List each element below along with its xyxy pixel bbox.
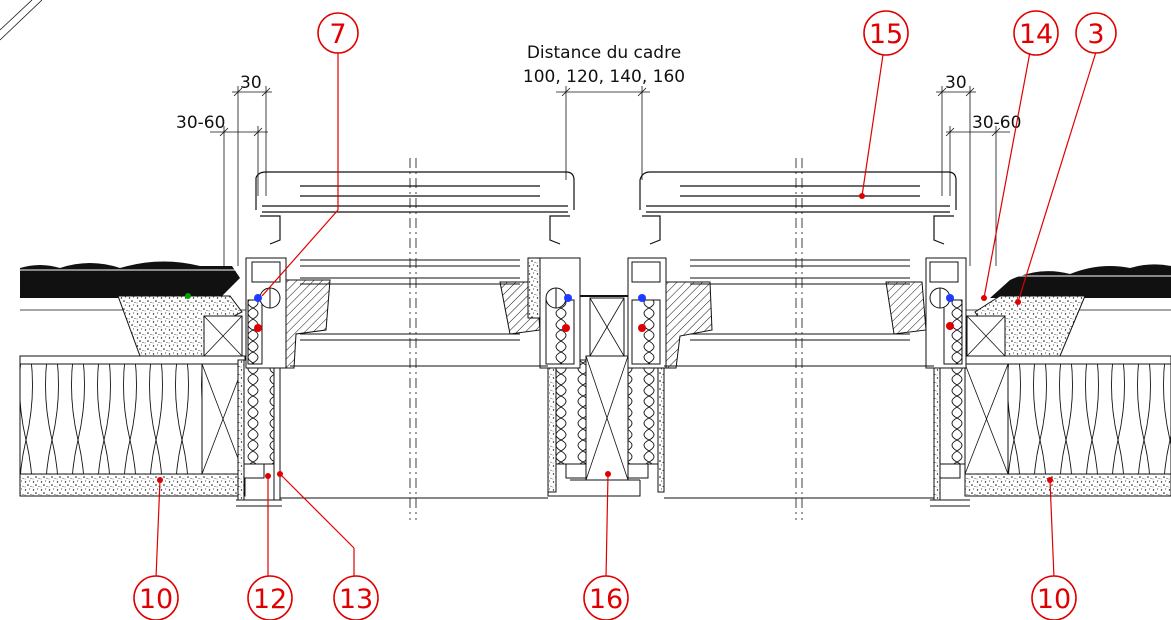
callout-14: 14	[1013, 10, 1059, 56]
lining-left	[236, 359, 282, 507]
dim-right-30: 30	[945, 73, 967, 93]
lining-right	[930, 359, 970, 507]
frame-distance-title: Distance du cadre	[527, 43, 681, 63]
callout-12: 12	[247, 575, 293, 620]
callout-16: 16	[583, 575, 629, 620]
callout-10-left: 10	[133, 575, 179, 620]
leader-lines	[155, 47, 1097, 579]
cover-right	[639, 171, 957, 245]
dim-left-30: 30	[240, 73, 262, 93]
callout-15: 15	[863, 10, 909, 56]
insulation-left	[19, 355, 246, 497]
svg-text:15: 15	[869, 19, 903, 50]
svg-text:10: 10	[139, 584, 173, 615]
frame-left	[245, 257, 331, 369]
dim-right-30-60: 30-60	[972, 113, 1021, 133]
corner-lines	[0, 0, 43, 41]
callout-7: 7	[317, 12, 359, 54]
cover-left	[255, 171, 575, 245]
svg-text:7: 7	[329, 19, 346, 50]
callout-10-right: 10	[1031, 575, 1077, 620]
break-lines	[409, 158, 803, 520]
svg-text:14: 14	[1019, 19, 1053, 50]
frame-center-left	[499, 257, 630, 369]
lining-center-left	[547, 355, 665, 497]
svg-text:16: 16	[589, 584, 623, 615]
callout-13: 13	[333, 575, 379, 620]
svg-text:12: 12	[253, 584, 287, 615]
svg-text:13: 13	[339, 584, 373, 615]
svg-text:10: 10	[1037, 584, 1071, 615]
frame-distance-values: 100, 120, 140, 160	[523, 67, 685, 87]
flashing-foam-right	[966, 295, 1086, 357]
frame-center-right	[627, 257, 713, 369]
frame-right	[885, 257, 967, 369]
dimension-lines	[210, 86, 1010, 266]
callout-3: 3	[1075, 12, 1117, 54]
insulation-right	[964, 355, 1171, 497]
flashing-foam-left	[117, 295, 243, 357]
dim-left-30-60: 30-60	[176, 113, 225, 133]
svg-text:3: 3	[1087, 19, 1104, 50]
